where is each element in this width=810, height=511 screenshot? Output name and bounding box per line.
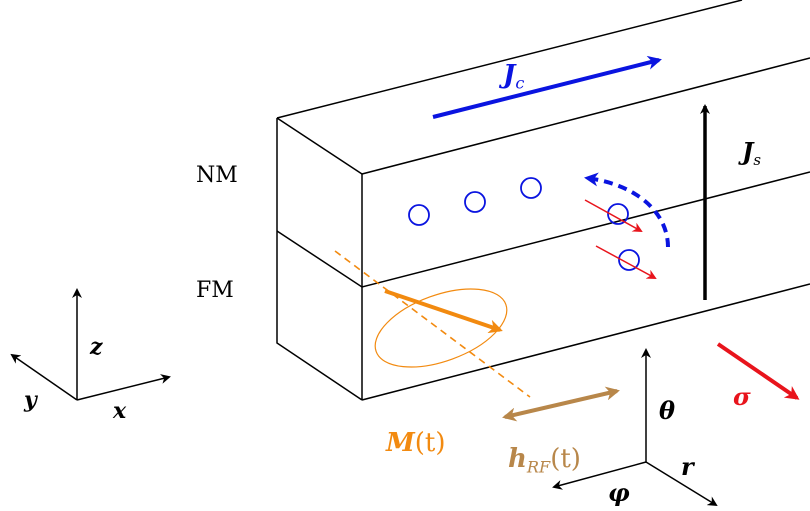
spherical-axes [552, 348, 718, 507]
rf-field-arrow [502, 386, 620, 422]
magnetization-arrow [384, 289, 503, 334]
layer-interface [276, 171, 810, 288]
x-label: x [113, 398, 127, 424]
spin-circle [618, 249, 640, 271]
rf-field-label: hRF(t) [508, 446, 581, 476]
theta-label: θ [659, 396, 676, 425]
r-label: r [681, 452, 694, 481]
spin-current-label: Js [742, 140, 761, 168]
nm-layer-label: NM [196, 163, 238, 188]
spin-circle [464, 191, 486, 213]
spin-circles [408, 177, 640, 271]
spin-circle [408, 204, 430, 226]
y-axis [10, 353, 78, 401]
spin-deflection-arrow [584, 172, 670, 248]
phi-label: φ [608, 478, 630, 507]
spin-circle [607, 203, 629, 225]
charge-current-arrow [432, 55, 662, 119]
charge-current-subscript: c [515, 73, 525, 93]
magnetization-axis-dashed [334, 250, 531, 398]
z-label: z [90, 334, 103, 360]
cartesian-axes [10, 288, 171, 401]
charge-current-symbol: J [503, 60, 516, 90]
spin-current-symbol: J [742, 137, 754, 166]
charge-current-label: Jc [503, 62, 524, 92]
bilayer-block [276, 0, 810, 401]
sigma-arrow [716, 342, 800, 400]
fm-layer-label: FM [196, 278, 234, 303]
magnetization-symbol: M [386, 428, 415, 458]
spin-current-subscript: s [753, 151, 761, 170]
magnetization-label: M(t) [386, 430, 446, 456]
x-axis [76, 374, 171, 401]
block-front-face [276, 118, 810, 401]
precession-cone-ellipse [374, 288, 508, 368]
rf-field-subscript: RF [526, 457, 551, 477]
spin-polarization-arrow [584, 199, 643, 232]
spin-polarization-arrow [595, 245, 657, 279]
y-label: y [24, 387, 37, 413]
sigma-label: σ [733, 382, 751, 411]
rf-field-argument: (t) [550, 444, 581, 474]
rf-field-symbol: h [508, 444, 527, 474]
phi-axis [552, 461, 647, 490]
r-axis [645, 461, 718, 507]
magnetization-argument: (t) [414, 428, 446, 458]
spin-circle [520, 177, 542, 199]
block-top-face [276, 0, 810, 175]
